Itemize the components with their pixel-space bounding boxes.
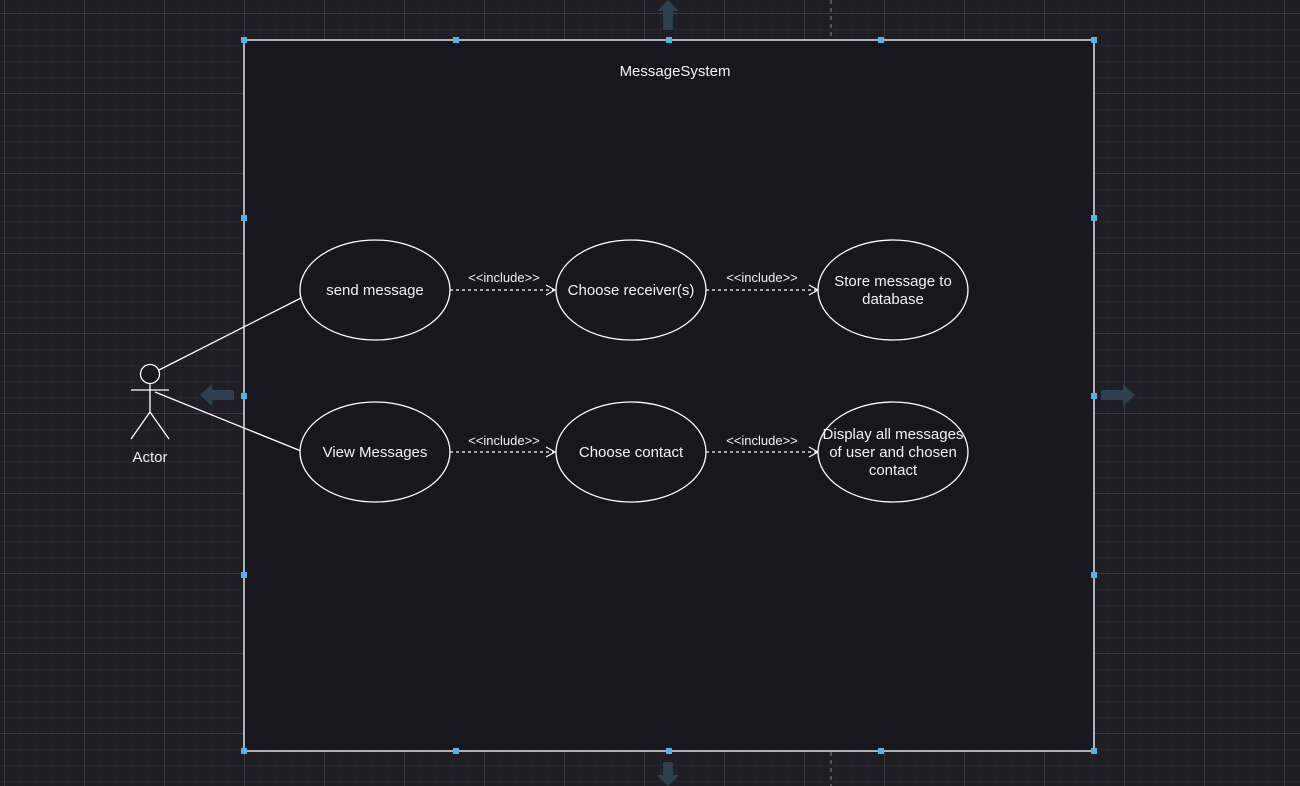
selection-handles[interactable] xyxy=(241,37,1097,754)
use-case-view-messages[interactable]: View Messages xyxy=(299,401,451,503)
selection-handle[interactable] xyxy=(1091,37,1097,43)
association-line[interactable] xyxy=(158,297,302,371)
include-label: <<include>> xyxy=(726,433,798,448)
selection-handle[interactable] xyxy=(666,748,672,754)
use-case-label: database xyxy=(862,291,924,308)
use-case-send-message[interactable]: send message xyxy=(299,239,451,341)
selection-handle[interactable] xyxy=(241,748,247,754)
use-case-choose-contact[interactable]: Choose contact xyxy=(555,401,707,503)
use-case-choose-receivers[interactable]: Choose receiver(s) xyxy=(555,239,707,341)
actor-stick-figure[interactable] xyxy=(130,363,170,440)
connect-arrow-up-icon[interactable] xyxy=(657,0,679,30)
selection-handle[interactable] xyxy=(1091,748,1097,754)
use-case-label: Display all messages xyxy=(823,426,964,443)
selection-handle[interactable] xyxy=(1091,393,1097,399)
use-case-label: Choose receiver(s) xyxy=(568,282,695,299)
system-boundary[interactable] xyxy=(243,39,1095,752)
include-label: <<include>> xyxy=(726,270,798,285)
include-label: <<include>> xyxy=(468,270,540,285)
use-case-label: Store message to xyxy=(834,273,952,290)
connect-arrow-left-icon[interactable] xyxy=(200,384,234,406)
selection-handle[interactable] xyxy=(1091,572,1097,578)
use-case-label: of user and chosen xyxy=(829,444,957,461)
use-case-store-message[interactable]: Store message to database xyxy=(817,239,969,341)
selection-handle[interactable] xyxy=(878,37,884,43)
use-case-label: contact xyxy=(869,462,918,479)
connect-arrow-down-icon[interactable] xyxy=(657,762,679,786)
selection-handle[interactable] xyxy=(241,572,247,578)
use-case-label: View Messages xyxy=(323,444,428,461)
include-label: <<include>> xyxy=(468,433,540,448)
actor-label: Actor xyxy=(132,449,167,466)
selection-handle[interactable] xyxy=(453,748,459,754)
selection-handle[interactable] xyxy=(241,393,247,399)
selection-handle[interactable] xyxy=(666,37,672,43)
selection-handle[interactable] xyxy=(241,215,247,221)
selection-handle[interactable] xyxy=(241,37,247,43)
association-line[interactable] xyxy=(154,391,302,452)
system-title: MessageSystem xyxy=(620,63,731,80)
use-case-label: send message xyxy=(326,282,424,299)
use-case-display-messages[interactable]: Display all messages of user and chosen … xyxy=(817,401,969,503)
connect-arrow-right-icon[interactable] xyxy=(1101,384,1135,406)
selection-handle[interactable] xyxy=(878,748,884,754)
selection-handle[interactable] xyxy=(1091,215,1097,221)
selection-handle[interactable] xyxy=(453,37,459,43)
use-case-label: Choose contact xyxy=(579,444,684,461)
